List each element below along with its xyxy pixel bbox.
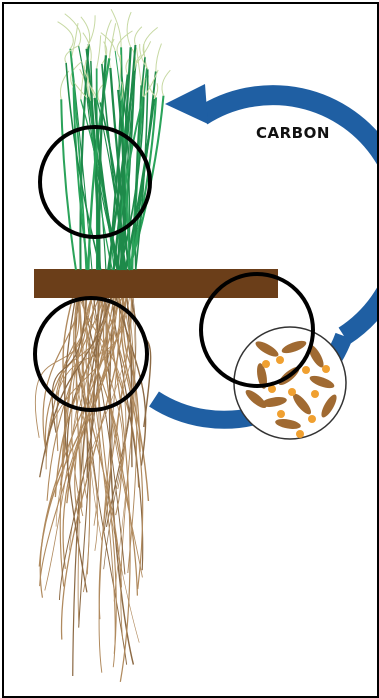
- carbon-cycle-diagram: [4, 4, 377, 696]
- grass-blade-tip: [135, 27, 142, 45]
- microbe-dot: [308, 415, 316, 423]
- grass-blade-tip: [72, 23, 78, 57]
- microbe-dot: [276, 356, 284, 364]
- grass-blade-tip: [127, 12, 131, 47]
- grass-blade-tip: [65, 14, 81, 46]
- microbe-cluster-icon: [234, 327, 346, 439]
- microbe-dot: [288, 388, 296, 396]
- microbe-dot: [322, 365, 330, 373]
- microbe-dot: [311, 390, 319, 398]
- grass-blade-tip: [97, 35, 101, 68]
- grass-blade-tip: [81, 17, 90, 44]
- microbe-dot: [277, 410, 285, 418]
- carbon-label: CARBON: [256, 124, 330, 142]
- roots-icon: [35, 284, 150, 682]
- grass-blade-tip: [156, 44, 162, 72]
- grass-blade-tip: [162, 70, 170, 95]
- microbe-dot: [302, 366, 310, 374]
- grass-blade-tip: [58, 22, 74, 49]
- grass-blade-tip: [86, 15, 95, 48]
- microbe-dot: [262, 360, 270, 368]
- microbe-dot: [296, 430, 304, 438]
- grass-blade: [61, 99, 76, 270]
- soil-layer-icon: [34, 269, 278, 298]
